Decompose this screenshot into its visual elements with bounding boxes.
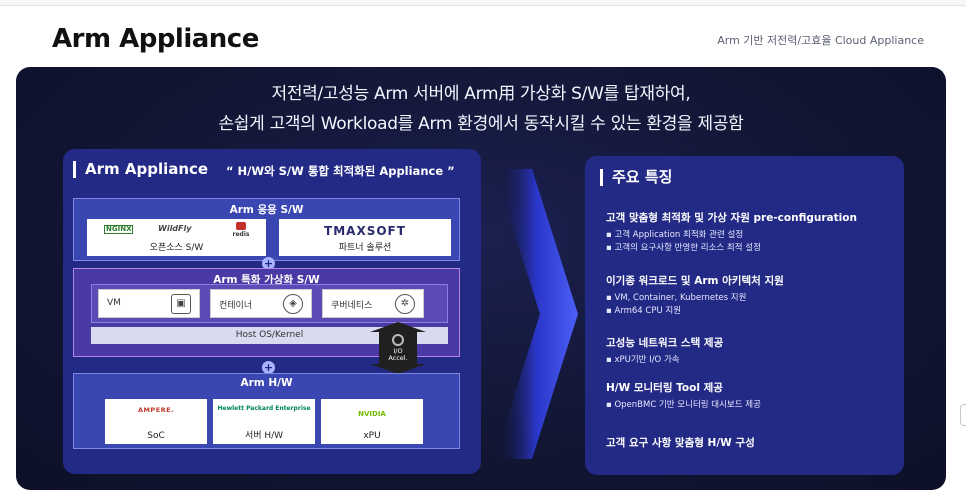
kubernetes-box: 쿠버네티스 ✲: [322, 289, 424, 318]
features-card: 주요 특징 고객 맞춤형 최적화 및 가상 자원 pre-configurati…: [585, 156, 904, 475]
feature-heading: 고성능 네트워크 스택 제공: [606, 337, 724, 349]
container-icon: ◈: [283, 294, 303, 314]
redis-logo: redis: [230, 222, 252, 238]
app-sw-layer: Arm 응용 S/W NGINX WildFly redis 오픈소스 S/W …: [73, 198, 460, 261]
container-box: 컨테이너 ◈: [210, 289, 312, 318]
soc-box: AMPERE. SoC: [105, 399, 207, 444]
headline-line-2: 손쉽게 고객의 Workload를 Arm 환경에서 동작시킬 수 있는 환경을…: [218, 114, 744, 134]
hpe-logo: Hewlett Packard Enterprise: [217, 405, 311, 412]
main-panel: 저전력/고성능 Arm 서버에 Arm用 가상화 S/W를 탑재하여, 손쉽게 …: [16, 67, 946, 490]
nvidia-logo: NVIDIA: [358, 410, 386, 418]
ampere-logo: AMPERE.: [137, 406, 175, 414]
feature-bullet: ▪ 고객 Application 최적화 관련 설정: [606, 230, 744, 240]
app-sw-layer-title: Arm 응용 S/W: [229, 204, 304, 216]
feature-item: 고객 요구 사항 맞춤형 H/W 구성: [606, 435, 755, 450]
side-scroll-handle[interactable]: [960, 404, 966, 426]
virtualization-layer: Arm 특화 가상화 S/W VM ▣ 컨테이너 ◈ 쿠버네티스 ✲ Host …: [73, 268, 460, 357]
xpu-caption: xPU: [363, 431, 381, 441]
feature-heading: H/W 모니터링 Tool 제공: [606, 382, 723, 394]
monitor-icon: ▣: [171, 294, 191, 314]
feature-heading: 고객 맞춤형 최적화 및 가상 자원 pre-configuration: [606, 212, 857, 224]
container-label: 컨테이너: [219, 301, 253, 311]
feature-bullet: ▪ OpenBMC 기반 모니터링 대시보드 제공: [606, 400, 761, 410]
page-title: Arm Appliance: [52, 24, 259, 54]
virtualization-layer-title: Arm 특화 가상화 S/W: [213, 274, 320, 286]
architecture-card: Arm Appliance “ H/W와 S/W 통합 최적화된 Applian…: [63, 149, 481, 474]
page-subtitle: Arm 기반 저전력/고효율 Cloud Appliance: [717, 34, 924, 47]
nginx-logo: NGINX: [104, 225, 134, 234]
feature-item: 이기종 워크로드 및 Arm 아키텍처 지원 ▪ VM, Container, …: [606, 273, 784, 318]
opensource-box: NGINX WildFly redis 오픈소스 S/W: [87, 219, 266, 256]
feature-item: H/W 모니터링 Tool 제공 ▪ OpenBMC 기반 모니터링 대시보드 …: [606, 380, 761, 412]
feature-bullet: ▪ 고객의 요구사항 반영한 리소스 최적 설정: [606, 243, 761, 253]
server-box: Hewlett Packard Enterprise 서버 H/W: [213, 399, 315, 444]
features-card-title: 주요 특징: [600, 169, 672, 186]
kubernetes-icon: ✲: [395, 294, 415, 314]
vm-box: VM ▣: [98, 289, 200, 318]
gear-icon: [392, 334, 404, 346]
wildfly-logo: WildFly: [158, 224, 192, 233]
plus-icon: +: [262, 257, 275, 270]
host-os-bar: Host OS/Kernel: [91, 327, 448, 344]
feature-heading: 이기종 워크로드 및 Arm 아키텍처 지원: [606, 275, 784, 287]
partner-box: TMAXSOFT 파트너 솔루션: [279, 219, 451, 256]
feature-item: 고성능 네트워크 스택 제공 ▪ xPU기반 I/O 가속: [606, 335, 723, 367]
virtualization-frame: VM ▣ 컨테이너 ◈ 쿠버네티스 ✲: [91, 284, 448, 323]
top-bar: [0, 0, 966, 6]
feature-bullet: ▪ xPU기반 I/O 가속: [606, 355, 680, 365]
architecture-card-title: Arm Appliance: [73, 161, 208, 178]
xpu-box: NVIDIA xPU: [321, 399, 423, 444]
tmaxsoft-logo: TMAXSOFT: [324, 224, 406, 238]
architecture-card-quote: “ H/W와 S/W 통합 최적화된 Appliance ”: [226, 164, 455, 178]
feature-bullet: ▪ VM, Container, Kubernetes 지원: [606, 293, 747, 303]
soc-caption: SoC: [147, 431, 165, 441]
hw-layer: Arm H/W AMPERE. SoC Hewlett Packard Ente…: [73, 373, 460, 449]
plus-icon: +: [262, 361, 275, 374]
feature-item: 고객 맞춤형 최적화 및 가상 자원 pre-configuration ▪ 고…: [606, 210, 857, 255]
headline-line-1: 저전력/고성능 Arm 서버에 Arm用 가상화 S/W를 탑재하여,: [271, 84, 691, 104]
vm-label: VM: [107, 298, 121, 308]
server-caption: 서버 H/W: [244, 431, 284, 441]
feature-bullet: ▪ Arm64 CPU 지원: [606, 306, 682, 316]
kubernetes-label: 쿠버네티스: [331, 301, 373, 311]
hw-layer-title: Arm H/W: [240, 377, 293, 389]
partner-caption: 파트너 솔루션: [338, 243, 392, 253]
feature-heading: 고객 요구 사항 맞춤형 H/W 구성: [606, 437, 755, 449]
opensource-caption: 오픈소스 S/W: [149, 243, 204, 253]
chevron-right-icon: [494, 169, 578, 459]
